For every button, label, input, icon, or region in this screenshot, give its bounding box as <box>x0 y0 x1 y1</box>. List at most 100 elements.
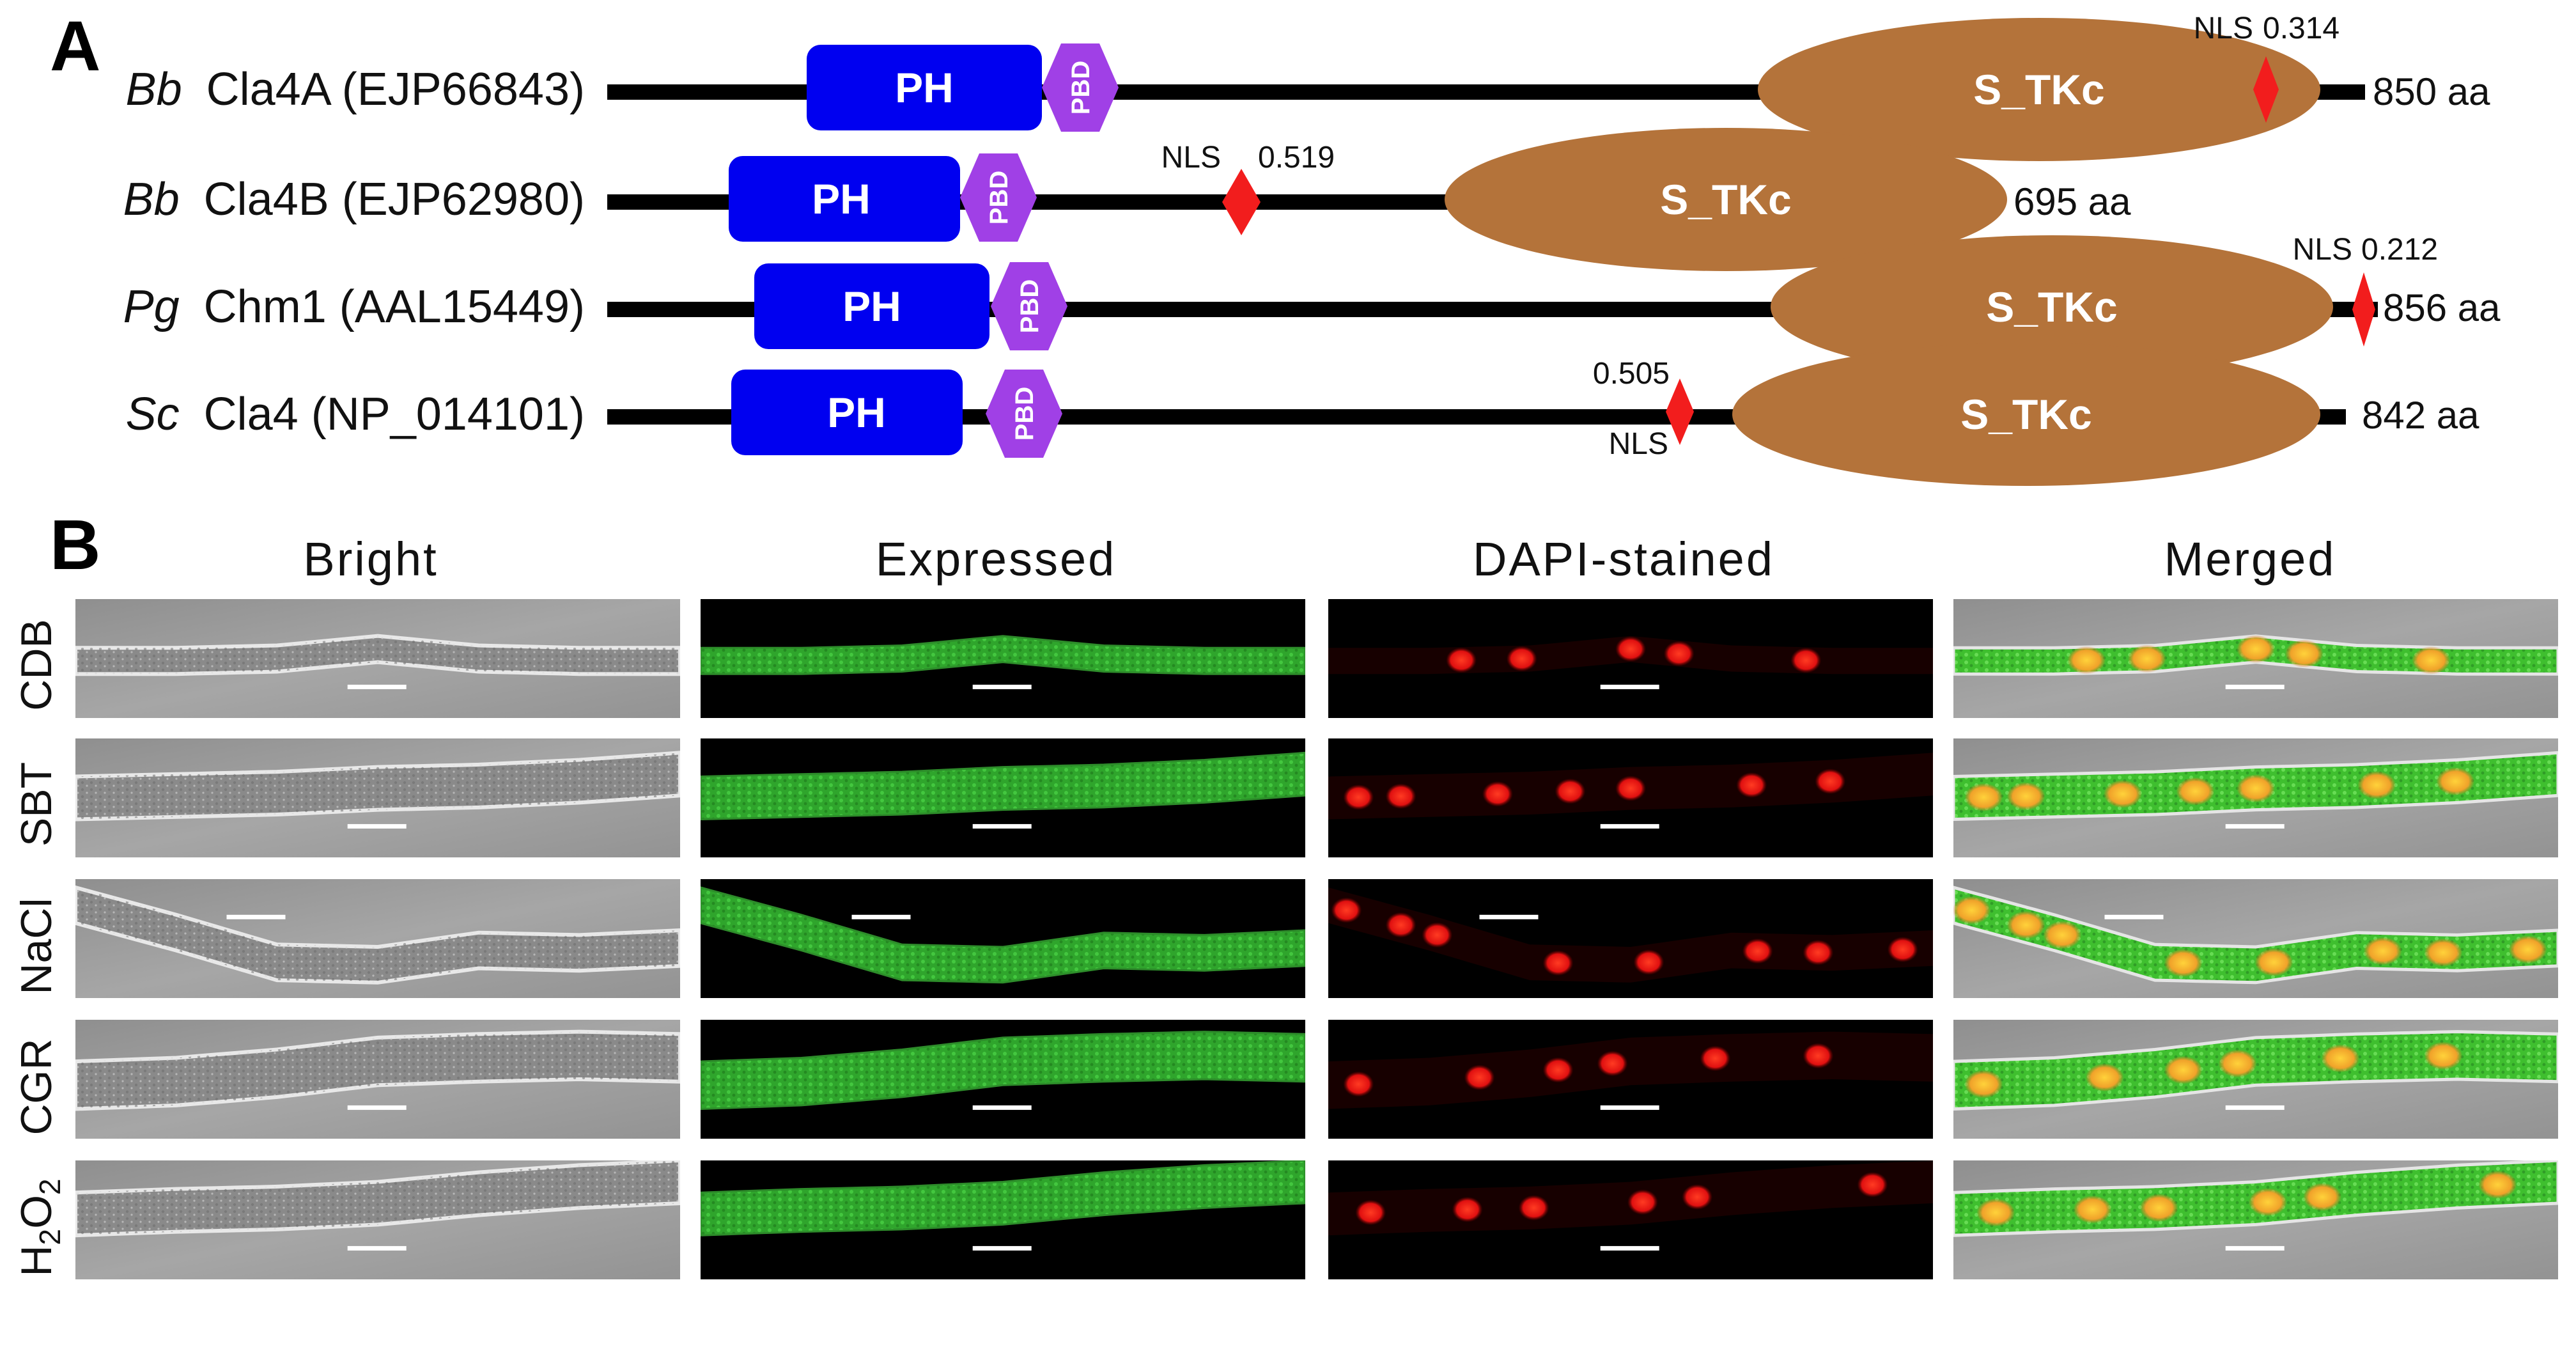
merged-nucleus-spot <box>2103 779 2142 808</box>
nucleus-spot <box>1464 1065 1495 1091</box>
merged-nucleus-spot <box>2303 1183 2342 1212</box>
column-header-expressed: Expressed <box>876 533 1117 586</box>
scale-bar <box>347 1105 407 1110</box>
ph-domain-label: PH <box>895 64 954 111</box>
nls-label: NLS <box>2194 12 2253 45</box>
merged-nucleus-spot <box>2006 782 2045 811</box>
nls-score: 0.519 <box>1258 141 1335 175</box>
merged-nucleus-spot <box>2412 646 2451 675</box>
protein-label: Pg Chm1 (AAL15449) <box>123 281 585 332</box>
nucleus-spot <box>1857 1171 1888 1198</box>
kinase-domain-label: S_TKc <box>1660 176 1791 223</box>
row-label-cdb: CDB <box>12 619 61 711</box>
nucleus-spot <box>1343 1071 1374 1097</box>
nls-label: NLS <box>2293 233 2352 267</box>
nls-label: NLS <box>1161 141 1221 175</box>
protein-label: Bb Cla4B (EJP62980) <box>123 174 585 225</box>
micrograph-cgr-dapi <box>1328 1020 1933 1139</box>
panel-letter-a: A <box>50 7 100 86</box>
merged-nucleus-spot <box>2006 910 2045 939</box>
nls-label: NLS <box>1609 427 1668 461</box>
scale-bar <box>347 1245 407 1251</box>
nucleus-spot <box>1542 1057 1574 1083</box>
scale-bar <box>1600 823 1659 829</box>
nls-score: 0.212 <box>2361 233 2438 267</box>
row-label-cgr: CGR <box>12 1038 61 1135</box>
column-header-dapi: DAPI-stained <box>1473 533 1774 586</box>
nucleus-spot <box>1506 646 1537 672</box>
merged-nucleus-spot <box>2508 935 2547 964</box>
micrograph-cdb-bright <box>75 599 680 718</box>
scale-bar <box>347 684 407 689</box>
protein-name: Cla4 (NP_014101) <box>204 389 585 440</box>
micrograph-cdb-merged <box>1953 599 2558 718</box>
nls-marker <box>2352 272 2375 347</box>
protein-row-sc-cla4: Sc Cla4 (NP_014101) PH PBD 0.505 NLS S_T… <box>126 343 2479 486</box>
nucleus-spot <box>1736 772 1767 798</box>
kinase-domain <box>1445 128 2007 271</box>
ph-domain-label: PH <box>842 283 901 330</box>
nucleus-spot <box>1385 912 1416 938</box>
species-label: Bb <box>123 174 180 225</box>
merged-nucleus-spot <box>2436 767 2475 796</box>
protein-label: Bb Cla4A (EJP66843) <box>126 64 585 115</box>
row-label-h2o2: H2O2 <box>12 1178 66 1276</box>
pbd-domain <box>1042 43 1119 132</box>
protein-name: Cla4A (EJP66843) <box>206 64 585 115</box>
micrograph-grid <box>75 599 2558 1279</box>
micrograph-sbt-expressed <box>701 738 1305 857</box>
merged-nucleus-spot <box>2254 948 2293 976</box>
merged-nucleus-spot <box>2237 635 2275 664</box>
merged-nucleus-spot <box>2127 644 2166 673</box>
nls-marker <box>1222 169 1261 235</box>
h2o2-text: H2O2 <box>12 1178 66 1276</box>
scale-bar <box>2225 1245 2285 1251</box>
merged-nucleus-spot <box>2073 1195 2112 1224</box>
protein-length: 850 aa <box>2373 70 2490 113</box>
protein-length: 842 aa <box>2362 394 2479 437</box>
h2o2-sub-b: 2 <box>33 1178 66 1195</box>
micrograph-sbt-merged <box>1953 738 2558 857</box>
scale-bar <box>972 823 1032 829</box>
nucleus-spot <box>1803 1043 1834 1069</box>
scale-bar <box>1600 1245 1659 1251</box>
nucleus-spot <box>1542 950 1574 976</box>
nucleus-spot <box>1518 1195 1549 1221</box>
protein-row-cla4b: Bb Cla4B (EJP62980) PH PBD NLS 0.519 S_T… <box>123 128 2131 271</box>
nucleus-spot <box>1615 776 1646 802</box>
panel-letter-b: B <box>50 506 100 584</box>
protein-name: Cla4B (EJP62980) <box>204 174 585 225</box>
scale-bar <box>972 1245 1032 1251</box>
nucleus-spot <box>1627 1189 1658 1215</box>
scale-bar <box>851 914 911 919</box>
merged-nucleus-spot <box>1964 783 2003 811</box>
species-label: Pg <box>123 281 180 332</box>
h2o2-o: O <box>12 1195 61 1229</box>
h2o2-h: H <box>12 1245 61 1276</box>
merged-nucleus-spot <box>2321 1044 2360 1073</box>
pbd-domain <box>960 153 1037 242</box>
scale-bar <box>226 914 286 919</box>
ph-domain-label: PH <box>812 175 871 222</box>
column-header-bright: Bright <box>303 533 438 586</box>
merged-nucleus-spot <box>2363 937 2402 965</box>
merged-nucleus-spot <box>2237 774 2275 803</box>
scale-bar <box>2225 684 2285 689</box>
scale-bar <box>1479 914 1539 919</box>
kinase-domain-label: S_TKc <box>1960 391 2091 438</box>
pbd-domain-label: PBD <box>1011 387 1039 441</box>
ph-domain <box>731 370 963 455</box>
protein-length: 856 aa <box>2383 286 2501 329</box>
merged-nucleus-spot <box>2139 1194 2178 1222</box>
nucleus-spot <box>1597 1050 1628 1077</box>
micrograph-h2o2-merged <box>1953 1160 2558 1279</box>
nucleus-spot <box>1633 949 1664 975</box>
nucleus-spot <box>1422 922 1453 948</box>
scale-bar <box>2225 1105 2285 1110</box>
scale-bar <box>347 823 407 829</box>
nucleus-spot <box>1452 1196 1483 1222</box>
scale-bar <box>1600 684 1659 689</box>
scale-bar <box>2104 914 2164 919</box>
merged-nucleus-spot <box>2424 1042 2463 1070</box>
micrograph-cgr-expressed <box>701 1020 1305 1139</box>
